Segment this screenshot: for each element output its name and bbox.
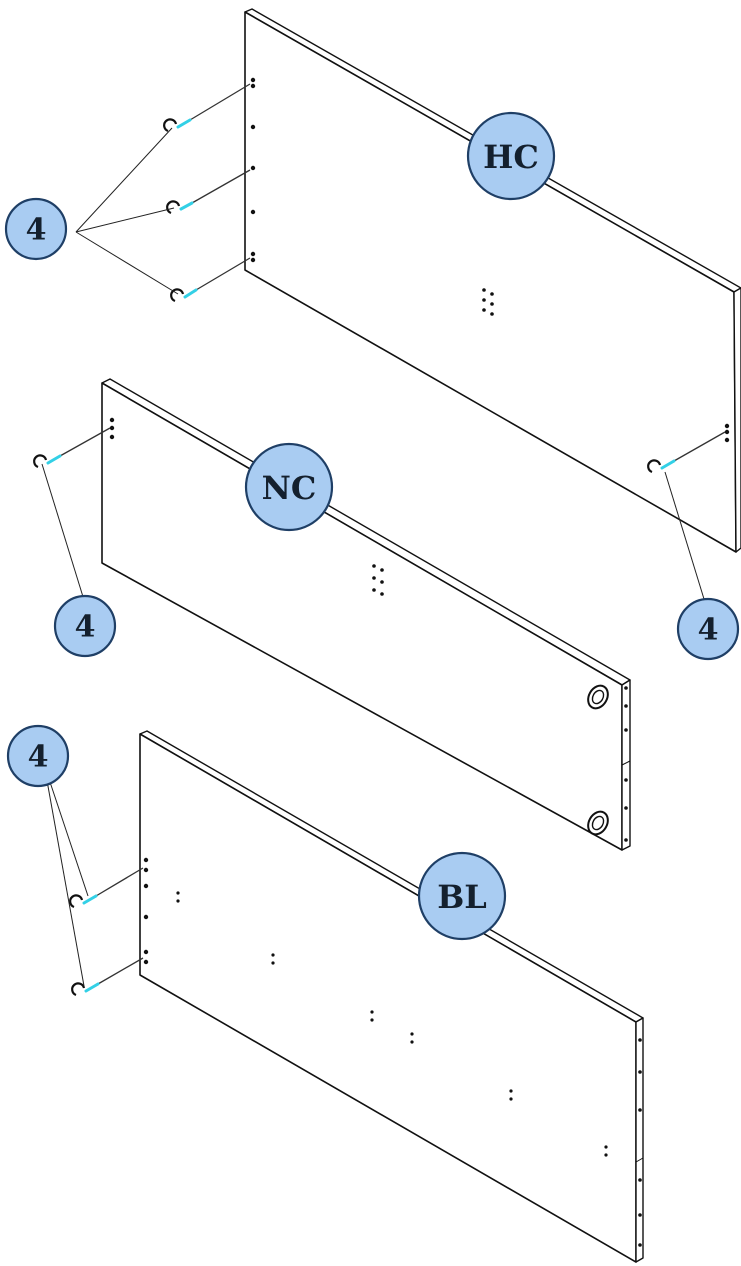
panel-label-nc: NC (244, 442, 334, 532)
panel-nc-left-fasteners (33, 427, 111, 469)
panel-bl-left-fasteners (69, 867, 144, 997)
cam-lock-icon (69, 894, 84, 909)
callout-hc-left: 4 (4, 197, 68, 261)
panel-hc-left-fasteners (163, 83, 251, 303)
svg-text:4: 4 (698, 613, 719, 648)
cam-lock-icon (71, 982, 86, 997)
panel-label-bl: BL (417, 851, 507, 941)
svg-text:NC: NC (262, 469, 317, 507)
svg-text:4: 4 (26, 213, 47, 248)
svg-text:4: 4 (28, 740, 49, 775)
leader-lines (41, 127, 709, 987)
cam-lock-icon (166, 200, 181, 215)
panel-bl (69, 730, 644, 1263)
svg-text:HC: HC (483, 138, 539, 176)
panel-hc-right-fasteners (647, 431, 726, 474)
callout-hc-right: 4 (676, 597, 740, 661)
callout-nc-left: 4 (53, 594, 117, 658)
panel-nc (33, 378, 631, 851)
cam-lock-icon (163, 118, 178, 133)
panel-bl-holes (143, 857, 642, 1247)
callout-bl-left: 4 (6, 724, 70, 788)
panel-nc-holes (109, 417, 628, 842)
panel-label-hc: HC (466, 111, 556, 201)
cam-lock-icon (647, 459, 662, 474)
svg-text:4: 4 (75, 610, 96, 645)
panel-bl-right-edge (635, 1017, 644, 1263)
panel-nc-right-edge (621, 679, 631, 851)
cam-lock-icon (33, 454, 48, 469)
svg-text:BL: BL (437, 878, 487, 916)
panel-nc-cam-housings (587, 684, 609, 836)
panel-hc-right-edge (733, 287, 741, 553)
panel-hc-holes (250, 77, 730, 443)
